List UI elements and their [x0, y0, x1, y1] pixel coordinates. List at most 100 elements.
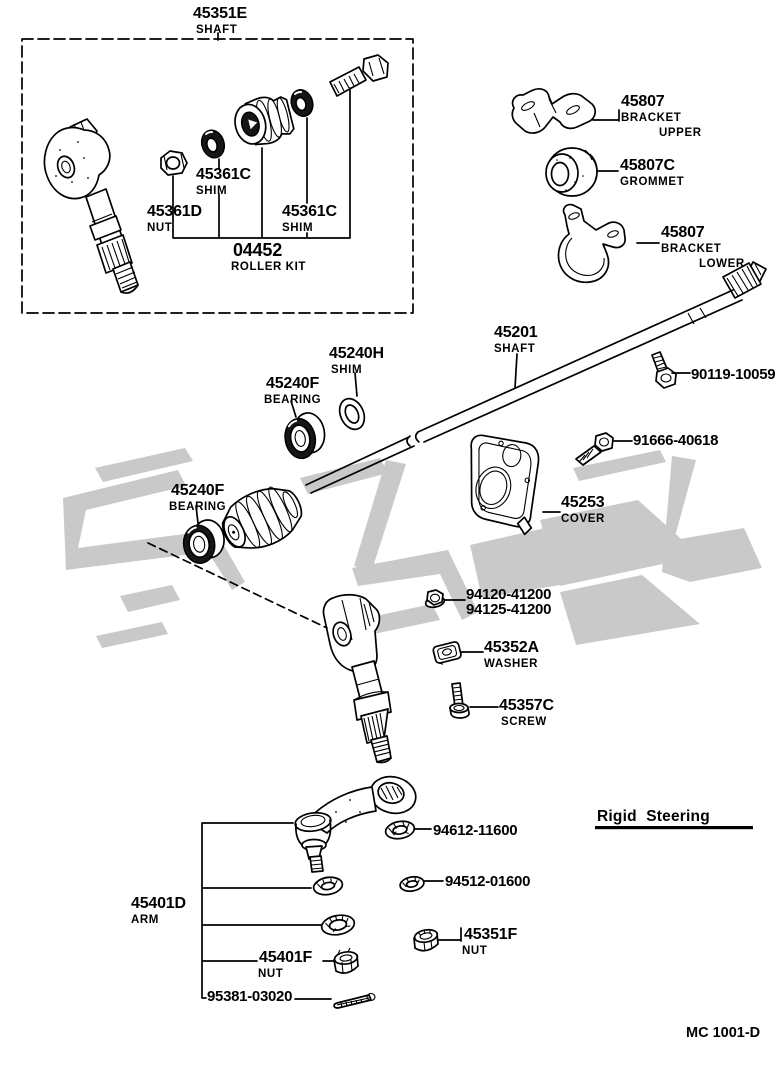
part-number: 45201 [494, 324, 538, 341]
bearing-45240f-upper-drawing [284, 412, 326, 460]
part-number: 45240F [266, 375, 320, 392]
label-45401f: 45401F NUT [258, 949, 313, 981]
seal-45401d-drawing [312, 876, 344, 896]
label-95381: 95381-03020 [207, 989, 292, 1004]
section-title: Rigid Steering [597, 808, 710, 825]
part-number: 45361C [196, 166, 251, 183]
label-45351f: 45351F NUT [462, 926, 518, 958]
bracket-lower-drawing [557, 203, 626, 284]
label-45357c: 45357C SCREW [499, 698, 554, 729]
label-45807-upper: 45807 BRACKET UPPER [621, 94, 702, 139]
label-94120: 94120-41200 [466, 587, 551, 602]
washer-45401d-2-drawing [320, 914, 356, 936]
part-number: 45352A [484, 639, 539, 656]
label-45807c: 45807C GROMMET [620, 158, 684, 189]
part-number: 45361D [147, 203, 202, 220]
label-94612: 94612-11600 [433, 823, 518, 838]
washer-94512-drawing [399, 875, 425, 893]
upper-yoke-drawing [43, 118, 139, 294]
screw-45357c-drawing [449, 682, 470, 719]
part-desc: NUT [147, 222, 173, 234]
part-desc: NUT [462, 945, 488, 957]
label-45361c-left: 45361C SHIM [196, 167, 251, 198]
part-desc: WASHER [484, 658, 539, 670]
label-94125: 94125-41200 [466, 602, 551, 617]
label-90119: 90119-10059 [691, 366, 776, 383]
leader-lines [147, 109, 753, 1000]
part-desc: SCREW [501, 716, 547, 728]
part-number: 94125-41200 [466, 601, 552, 618]
part-number: 45401F [259, 949, 313, 966]
nut-45351f-drawing [413, 928, 439, 952]
label-45253: 45253 COVER [561, 495, 605, 526]
part-number: 45807 [661, 224, 705, 241]
nut-94120-drawing [424, 589, 446, 609]
part-number: 45807 [621, 93, 665, 110]
label-45361c-right: 45361C SHIM [282, 204, 337, 235]
part-number: 94120-41200 [466, 586, 552, 603]
pitman-arm-drawing [294, 775, 417, 873]
lower-joint-drawing [322, 593, 392, 764]
part-number: 04452 [233, 240, 283, 260]
part-desc: NUT [258, 968, 284, 980]
shim-45361c-left-drawing [200, 129, 226, 159]
part-number: 45240H [329, 345, 384, 362]
watermark-logo [63, 448, 762, 648]
part-number: 45351E [193, 5, 247, 22]
part-desc-2: UPPER [659, 126, 702, 139]
part-number: 45401D [131, 895, 186, 912]
label-91666: 91666-40618 [633, 433, 718, 448]
grommet-drawing [545, 147, 598, 197]
part-desc: ROLLER KIT [231, 261, 306, 273]
bolt-04452-drawing [329, 54, 389, 97]
cover-45253-drawing [470, 434, 540, 536]
part-number: 45351F [464, 926, 518, 943]
bolt-90119-drawing [651, 351, 677, 389]
part-desc: BRACKET [661, 243, 722, 255]
bolt-91666-drawing [575, 432, 614, 466]
washer-45352a-drawing [432, 641, 462, 665]
part-desc: ARM [131, 914, 159, 926]
label-45240f-upper: 45240F BEARING [264, 375, 322, 407]
nut-45361d-drawing [160, 150, 188, 176]
part-desc: BRACKET [621, 112, 682, 124]
part-desc-2: LOWER [699, 257, 745, 270]
label-94512: 94512-01600 [445, 874, 530, 889]
part-number: 45361C [282, 203, 337, 220]
shim-45361c-right-drawing [290, 89, 314, 117]
bracket-upper-drawing [511, 87, 596, 134]
label-45201: 45201 SHAFT [494, 325, 538, 356]
label-45351e: 45351E SHAFT [193, 6, 247, 37]
part-desc: BEARING [264, 394, 322, 406]
label-45401d: 45401D ARM [131, 896, 186, 927]
label-45807-lower: 45807 BRACKET LOWER [661, 225, 745, 270]
shim-45240h-drawing [338, 397, 366, 431]
main-shaft-drawing [221, 261, 767, 549]
sub-assembly-box [21, 32, 414, 314]
part-number: 45357C [499, 697, 554, 714]
box-leader-lines [172, 87, 351, 239]
washer-94612-drawing [384, 820, 416, 840]
drawing-code: MC 1001-D [686, 1025, 761, 1041]
part-desc: GROMMET [620, 176, 685, 188]
label-45240f-lower: 45240F BEARING [169, 482, 227, 514]
part-number: 45253 [561, 494, 605, 511]
part-number: 90119-10059 [691, 366, 776, 383]
roller-04452-drawing [234, 96, 295, 146]
part-desc: SHIM [196, 185, 228, 197]
part-desc: SHAFT [494, 343, 536, 355]
part-desc: BEARING [169, 501, 227, 513]
label-45361d: 45361D NUT [147, 204, 202, 235]
part-number: 45240F [171, 482, 225, 499]
label-45240h: 45240H SHIM [329, 346, 384, 377]
label-45352a: 45352A WASHER [484, 640, 539, 671]
part-number: 91666-40618 [633, 432, 719, 449]
part-desc: COVER [561, 513, 605, 525]
part-number: 45807C [620, 157, 675, 174]
nut-45401f-drawing [333, 947, 359, 974]
label-04452: 04452 ROLLER KIT [231, 240, 306, 274]
part-desc: SHIM [331, 364, 363, 376]
bearing-45240f-lower-drawing [182, 519, 225, 564]
